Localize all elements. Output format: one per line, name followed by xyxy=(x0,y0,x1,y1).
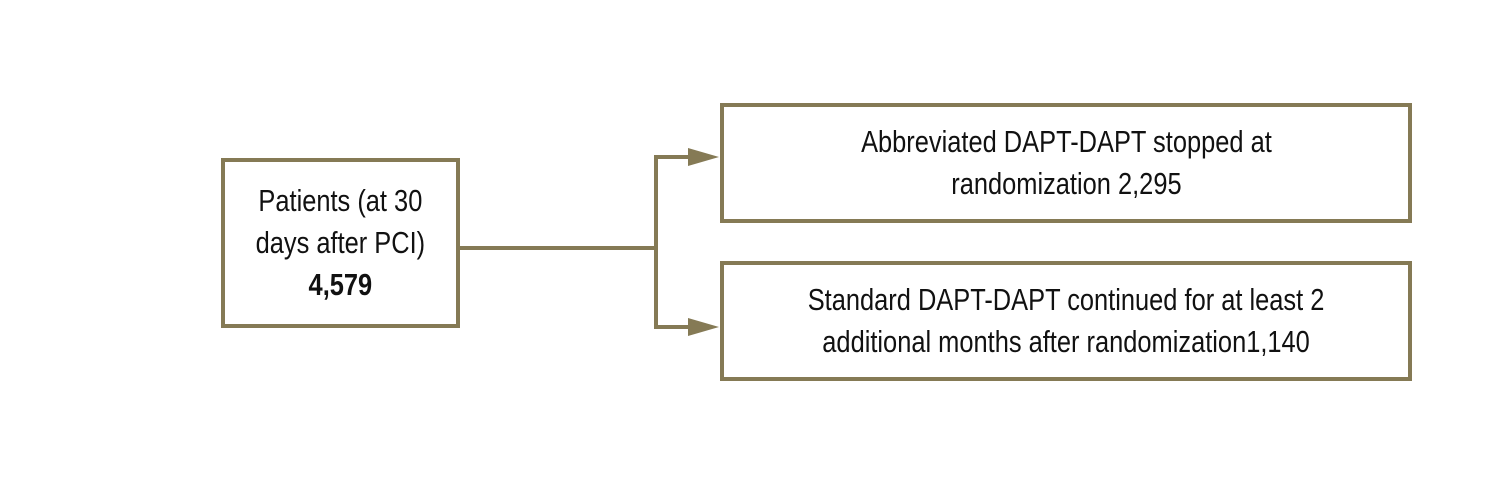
standard-line-2: additional months after randomization1,1… xyxy=(822,324,1310,359)
abbreviated-dapt-text: Abbreviated DAPT-DAPT stopped at randomi… xyxy=(861,121,1272,205)
source-population-box: Patients (at 30 days after PCI) 4,579 xyxy=(221,158,460,328)
source-line-2: days after PCI) xyxy=(255,225,426,260)
arrowhead-bottom-icon xyxy=(688,318,719,336)
standard-dapt-box: Standard DAPT-DAPT continued for at leas… xyxy=(720,261,1412,381)
arrowhead-top-icon xyxy=(688,148,719,166)
abbreviated-dapt-box: Abbreviated DAPT-DAPT stopped at randomi… xyxy=(720,103,1412,223)
source-line-1: Patients (at 30 xyxy=(258,183,423,218)
standard-dapt-text: Standard DAPT-DAPT continued for at leas… xyxy=(808,279,1325,363)
source-count: 4,579 xyxy=(308,267,373,302)
standard-line-1: Standard DAPT-DAPT continued for at leas… xyxy=(807,282,1325,317)
source-population-text: Patients (at 30 days after PCI) 4,579 xyxy=(256,180,426,306)
abbreviated-line-2: randomization 2,295 xyxy=(950,166,1182,201)
abbreviated-line-1: Abbreviated DAPT-DAPT stopped at xyxy=(860,124,1272,159)
